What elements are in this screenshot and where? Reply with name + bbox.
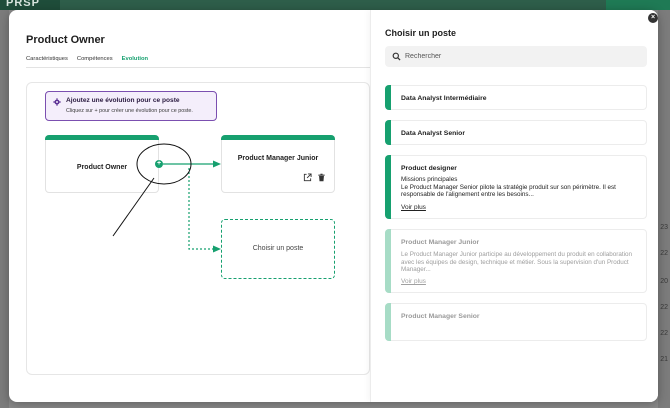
modal-dialog: Product Owner Caractéristiques Compétenc… (9, 10, 658, 402)
node-target-title: Product Manager Junior (237, 155, 319, 162)
page-title: Product Owner (26, 34, 105, 46)
search-icon (392, 52, 401, 61)
close-icon: × (650, 14, 656, 21)
job-card-title: Product Manager Senior (401, 313, 480, 320)
node-accent-bar (45, 135, 159, 140)
job-card-accent (385, 120, 391, 145)
job-card-accent (385, 155, 391, 219)
job-card-accent (385, 229, 391, 293)
job-card[interactable]: Product designer Missions principales Le… (385, 155, 647, 219)
evolution-canvas: Ajoutez une évolution pour ce poste Cliq… (26, 82, 370, 375)
open-external-icon[interactable] (303, 173, 312, 182)
job-card[interactable]: Data Analyst Senior (385, 120, 647, 145)
job-card-title: Data Analyst Intermédiaire (401, 95, 487, 102)
background-number: 20 (660, 278, 668, 285)
evolution-hint-box: Ajoutez une évolution pour ce poste Cliq… (45, 91, 217, 121)
trash-icon[interactable] (317, 173, 326, 182)
hint-subtitle: Cliquez sur + pour créer une évolution p… (66, 108, 193, 114)
node-accent-bar (221, 135, 335, 140)
search-box (385, 46, 647, 67)
background-number: 23 (660, 224, 668, 231)
search-input[interactable] (405, 49, 635, 64)
panel-title: Choisir un poste (385, 28, 457, 38)
job-card[interactable]: Product Manager Junior Le Product Manage… (385, 229, 647, 293)
hint-title: Ajoutez une évolution pour ce poste (66, 97, 180, 104)
background-number: 22 (660, 304, 668, 311)
see-more-link[interactable]: Voir plus (401, 278, 426, 285)
job-card-title: Product designer (401, 165, 457, 172)
background-button (606, 0, 670, 10)
node-target-job[interactable]: Product Manager Junior (221, 135, 335, 193)
close-button[interactable]: × (648, 13, 658, 23)
job-card[interactable]: Product Manager Senior (385, 303, 647, 341)
job-card-accent (385, 303, 391, 341)
node-source-title: Product Owner (76, 164, 128, 171)
background-number: 22 (660, 330, 668, 337)
background-right-column: 23 22 20 22 22 21 (658, 10, 670, 408)
job-card[interactable]: Data Analyst Intermédiaire (385, 85, 647, 110)
gear-icon (53, 98, 61, 106)
job-card-title: Product Manager Junior (401, 239, 480, 246)
see-more-link[interactable]: Voir plus (401, 204, 426, 211)
choose-job-placeholder[interactable]: Choisir un poste (221, 219, 335, 279)
job-card-accent (385, 85, 391, 110)
background-topbar (0, 0, 670, 10)
background-logo-text: PRSP (6, 0, 40, 9)
background-number: 21 (660, 356, 668, 363)
plus-icon: + (156, 160, 162, 167)
tabs-divider (26, 67, 370, 68)
job-card-title: Data Analyst Senior (401, 130, 465, 137)
job-card-description: Missions principales Le Product Manager … (401, 176, 616, 198)
job-card-description: Le Product Manager Junior participe au d… (401, 251, 633, 273)
background-logo: PRSP (0, 0, 60, 10)
job-detail-pane: Product Owner Caractéristiques Compétenc… (9, 10, 370, 402)
background-number: 22 (660, 250, 668, 257)
tab-caracteristiques[interactable]: Caractéristiques (26, 56, 68, 62)
node-source-job[interactable]: Product Owner (45, 135, 159, 193)
tab-competences[interactable]: Compétences (76, 56, 113, 62)
add-evolution-button[interactable]: + (155, 160, 163, 168)
choose-job-placeholder-label: Choisir un poste (252, 245, 304, 252)
background-left-column (0, 10, 9, 408)
choose-job-panel: Choisir un poste × Data Analyst Interméd… (370, 10, 658, 402)
